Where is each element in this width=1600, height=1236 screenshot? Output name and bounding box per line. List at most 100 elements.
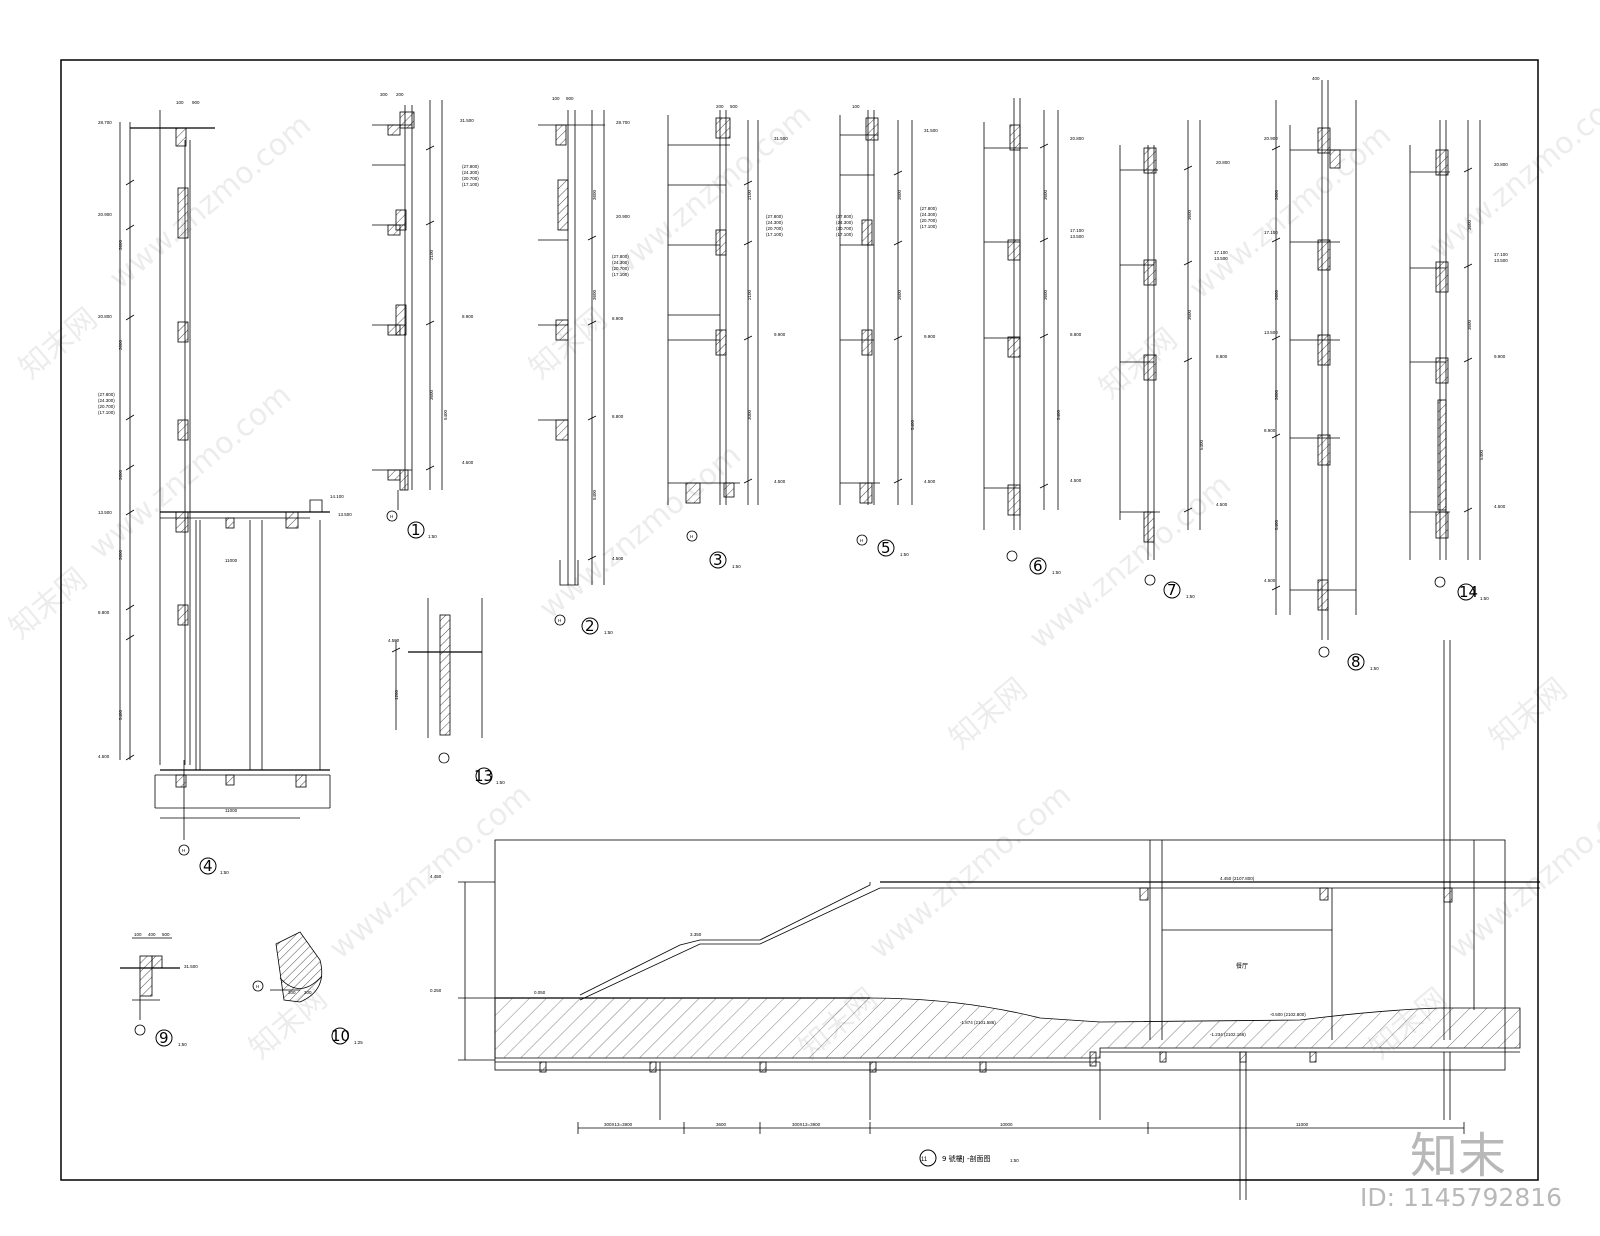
dimension-label: 11000	[225, 808, 238, 813]
dimension-label: 11000	[1296, 1122, 1309, 1127]
axis-label: H	[690, 534, 693, 539]
detail-7-section	[1119, 120, 1201, 560]
dimension-label: 100	[552, 96, 560, 101]
detail-number: 3	[713, 551, 723, 569]
watermark-url: www.znzmo.com	[103, 108, 318, 297]
elevation-label: 17.100	[1070, 228, 1084, 233]
elevation-label: -1.234 (2102.166)	[1210, 1032, 1246, 1037]
elevation-label: 31.500	[460, 118, 474, 123]
dimension-label: 3600	[1043, 189, 1048, 200]
dimension-label: 3600	[1187, 309, 1192, 320]
detail-number: 13	[474, 767, 493, 785]
elevation-label: 0.050	[534, 990, 546, 995]
watermark-text: 知末网	[13, 301, 104, 386]
detail-number: 4	[203, 857, 213, 875]
dimension-label: 5400	[1479, 449, 1484, 460]
dimension-label: 300X13=3900	[792, 1122, 821, 1127]
detail-scale: 1:50	[178, 1042, 187, 1047]
sheet-border	[60, 59, 1539, 1181]
elevation-label: 31.500	[184, 964, 198, 969]
elevation-label: 4.450	[430, 874, 442, 879]
detail-number: 7	[1167, 581, 1177, 599]
dimension-label: 5400	[1056, 409, 1061, 420]
detail-scale: 1:50	[1052, 570, 1061, 575]
elevation-label: 4.500	[1070, 478, 1082, 483]
dimension-label: 5400	[443, 409, 448, 420]
elevation-label: 31.500	[924, 128, 938, 133]
elevation-label: 20.900	[1264, 136, 1278, 141]
dimension-label: 3000	[747, 409, 752, 420]
watermark-url: www.znzmo.com	[1443, 778, 1600, 967]
elevation-stack: (24.300)	[462, 170, 479, 175]
dimension-label: 3600	[1467, 219, 1472, 230]
detail-3-section	[667, 110, 759, 505]
detail-10-section	[270, 931, 323, 1003]
axis-label: H	[390, 514, 393, 519]
elevation-stack: (24.300)	[612, 260, 629, 265]
dimension-label: 5400	[1199, 439, 1204, 450]
detail-scale: 1:50	[732, 564, 741, 569]
elevation-label: 4.500	[462, 460, 474, 465]
detail-number: 1	[411, 521, 421, 539]
dimension-label: 10000	[1000, 1122, 1013, 1127]
elevation-label: 9.900	[924, 334, 936, 339]
elevation-label: 20.800	[1494, 162, 1508, 167]
elevation-label: 4.500	[612, 556, 624, 561]
dimension-label: 400	[1312, 76, 1320, 81]
elevation-label: 8.800	[98, 610, 110, 615]
elevation-stack: (27.800)	[836, 214, 853, 219]
dimension-label: 1200	[394, 689, 399, 700]
axis-label: H	[558, 618, 561, 623]
elevation-stack: (27.800)	[98, 392, 115, 397]
dimension-label: 5400	[118, 709, 123, 720]
dimension-label: 3600	[592, 289, 597, 300]
elevation-label: 17.100	[1494, 252, 1508, 257]
section-11-labels: 4.450 0.250 0.050 3.350 4.450 (2107.800)…	[430, 874, 1309, 1167]
elevation-label: 8.800	[612, 414, 624, 419]
room-label: 餐厅	[1236, 962, 1248, 970]
elevation-label: 13.500	[98, 510, 112, 515]
elevation-label: 4.500	[98, 754, 110, 759]
detail-9-labels: 100 400 500 31.500 9 1:50	[134, 932, 198, 1047]
elevation-label: 13.500	[1494, 258, 1508, 263]
elevation-label: 8.800	[1070, 332, 1082, 337]
dimension-label: 3600	[897, 189, 902, 200]
dimension-label: 3600	[118, 549, 123, 560]
elevation-stack: (20.700)	[920, 218, 937, 223]
dimension-label: 500	[730, 104, 738, 109]
dimension-label: 3600	[592, 189, 597, 200]
detail-number: 8	[1351, 653, 1361, 671]
elevation-stack: (24.300)	[766, 220, 783, 225]
detail-2-section	[538, 110, 605, 586]
dimension-label: 3600	[897, 289, 902, 300]
elevation-label: 8.900	[462, 314, 474, 319]
dimension-label: 2100	[747, 289, 752, 300]
dimension-label: 3600	[1274, 189, 1279, 200]
elevation-label: 17.100	[1214, 250, 1228, 255]
detail-6-section	[983, 98, 1059, 530]
brand-block: 知末 ID: 1145792816	[1360, 1128, 1562, 1212]
axis-label: H	[182, 848, 185, 853]
detail-scale: 1:50	[1480, 596, 1489, 601]
watermark-url: www.znzmo.com	[603, 98, 818, 287]
elevation-stack: (17.100)	[920, 224, 937, 229]
dimension-label: 11000	[225, 558, 238, 563]
elevation-label: 28.700	[98, 120, 112, 125]
watermark-text: 知末网	[1093, 321, 1184, 406]
detail-3-labels: 31.500 (27.800) (24.300) (20.700) (17.10…	[686, 104, 788, 569]
dimension-label: 900	[192, 100, 200, 105]
detail-4-labels: 28.700 20.900 20.800 (27.800) (24.300) (…	[98, 100, 352, 813]
axis-label: H	[860, 538, 863, 543]
dimension-label: 100	[852, 104, 860, 109]
elevation-stack: (27.800)	[462, 164, 479, 169]
elevation-label: 31.500	[774, 136, 788, 141]
elevation-label: 13.500	[1070, 234, 1084, 239]
elevation-stack: (17.100)	[462, 182, 479, 187]
brand-logo: 知末	[1410, 1128, 1506, 1184]
dimension-label: 200	[396, 92, 404, 97]
elevation-stack: (17.100)	[612, 272, 629, 277]
dimension-label: 900	[566, 96, 574, 101]
detail-6-labels: 20.800 17.100 13.500 8.800 4.500 3600 36…	[1006, 136, 1084, 575]
dimension-label: 3600	[1274, 289, 1279, 300]
dimension-label: 3600	[716, 1122, 727, 1127]
